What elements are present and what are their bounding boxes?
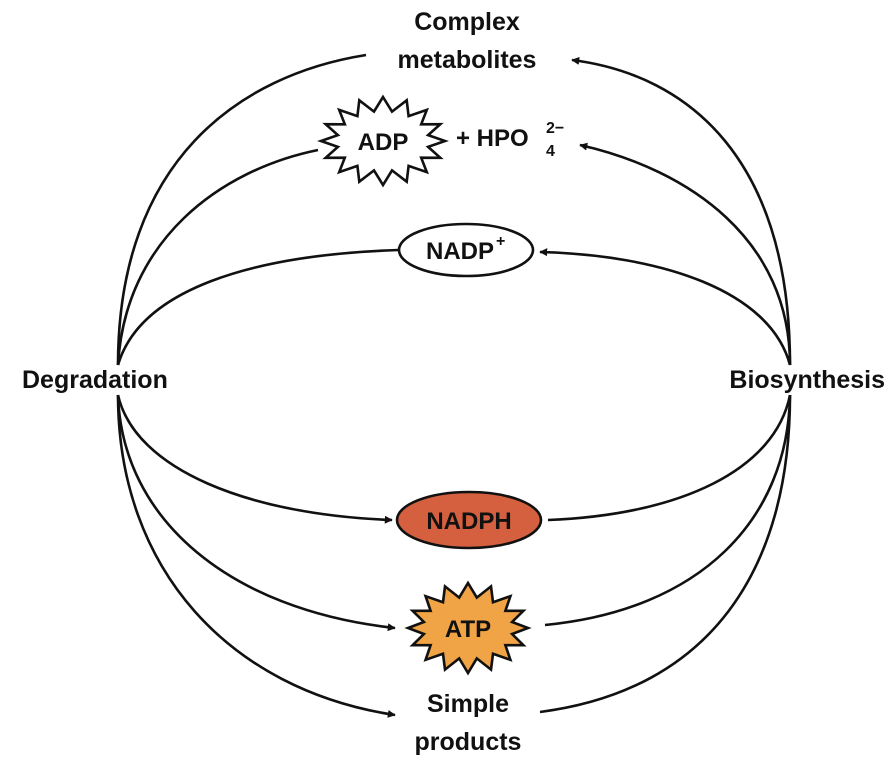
- curve-degradation-to-complex: [116, 53, 367, 366]
- hpo4-subscript: 4: [546, 143, 555, 160]
- simple-products-label-line1: Simple: [427, 690, 509, 718]
- curve-degradation-to-simple: [116, 394, 396, 718]
- curve-degradation-to-nadph: [116, 394, 393, 524]
- hpo4-charge: 2−: [546, 120, 564, 137]
- nadph-oval: [395, 490, 543, 550]
- biosynthesis-label: Biosynthesis: [729, 366, 885, 394]
- nadp-label: NADP: [426, 238, 494, 265]
- curve-nadph-to-biosynthesis: [547, 394, 792, 522]
- atp-starburst: [404, 580, 532, 676]
- curve-simple-to-biosynthesis: [539, 394, 792, 714]
- simple-products-label-line2: products: [415, 728, 522, 756]
- nadph-label: NADPH: [426, 508, 511, 535]
- nadp-charge: +: [496, 233, 505, 250]
- hpo4-label: + HPO: [456, 125, 529, 152]
- adp-starburst: [317, 94, 449, 188]
- complex-metabolites-label-line2: metabolites: [398, 46, 537, 74]
- curve-degradation-to-atp: [116, 394, 396, 632]
- atp-label: ATP: [445, 616, 491, 643]
- adp-label: ADP: [358, 129, 409, 156]
- degradation-label: Degradation: [22, 366, 168, 394]
- hpo4-prefix: + HPO: [456, 125, 529, 152]
- curve-atp-to-biosynthesis: [544, 394, 792, 627]
- complex-metabolites-label-line1: Complex: [414, 8, 520, 36]
- curve-biosynthesis-to-hpo: [579, 142, 792, 366]
- curve-degradation-to-nadp: [116, 248, 399, 366]
- curve-biosynthesis-to-nadp: [539, 248, 792, 366]
- curve-degradation-to-adp: [116, 148, 319, 366]
- nadp-oval: [397, 222, 535, 278]
- curve-biosynthesis-to-complex: [571, 56, 792, 366]
- nadp-text: NADP: [426, 238, 494, 265]
